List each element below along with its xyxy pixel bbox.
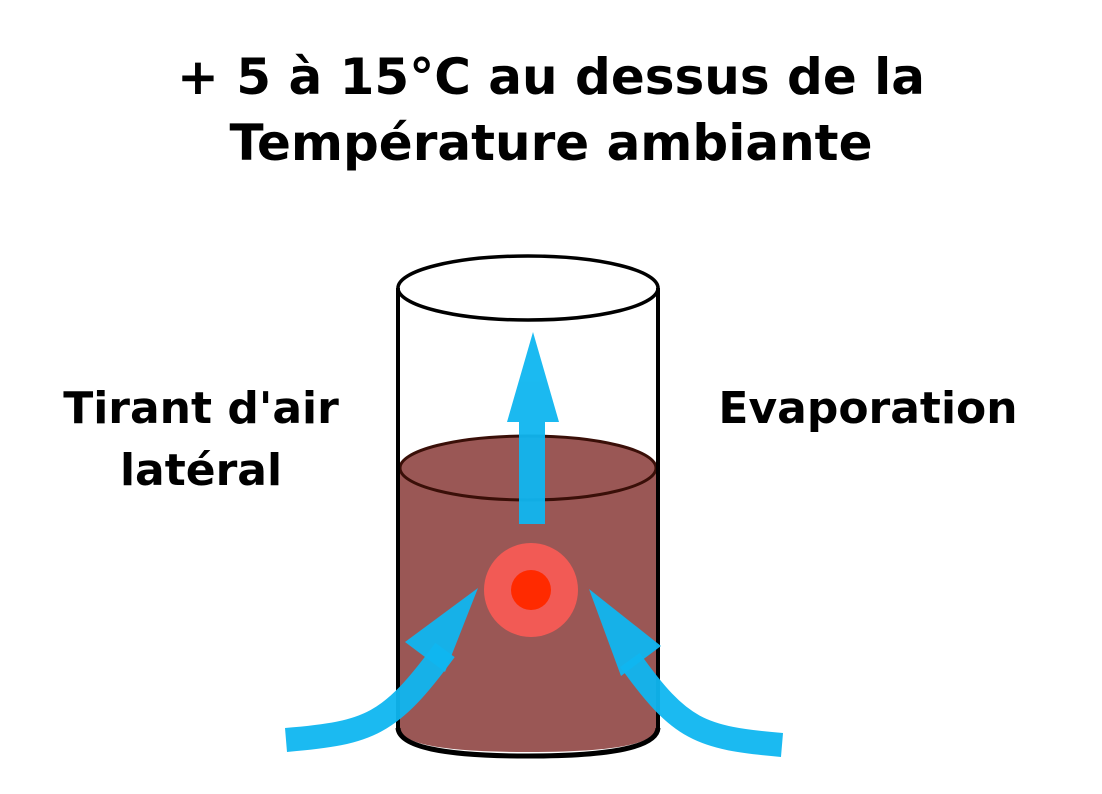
left-draft-arrowhead-icon [405,588,478,672]
left-draft-arrow-icon [285,642,455,752]
evaporation-label: Evaporation [718,383,1018,434]
right-draft-arrowhead-icon [589,589,661,676]
right-draft-arrow-icon [620,653,784,757]
title-line-1: + 5 à 15°C au dessus de la [176,48,926,106]
lateral-draft-label-line-2: latéral [119,445,283,496]
lateral-draft-label-line-1: Tirant d'air [63,383,339,434]
title-line-2: Température ambiante [229,114,873,172]
cylinder-outline-icon [395,254,661,759]
heat-source-icon [484,543,578,637]
lateral-draft-label: Tirant d'air latéral [36,378,366,502]
evaporation-arrow-icon [507,332,559,524]
diagram-title: + 5 à 15°C au dessus de la Température a… [0,44,1102,176]
